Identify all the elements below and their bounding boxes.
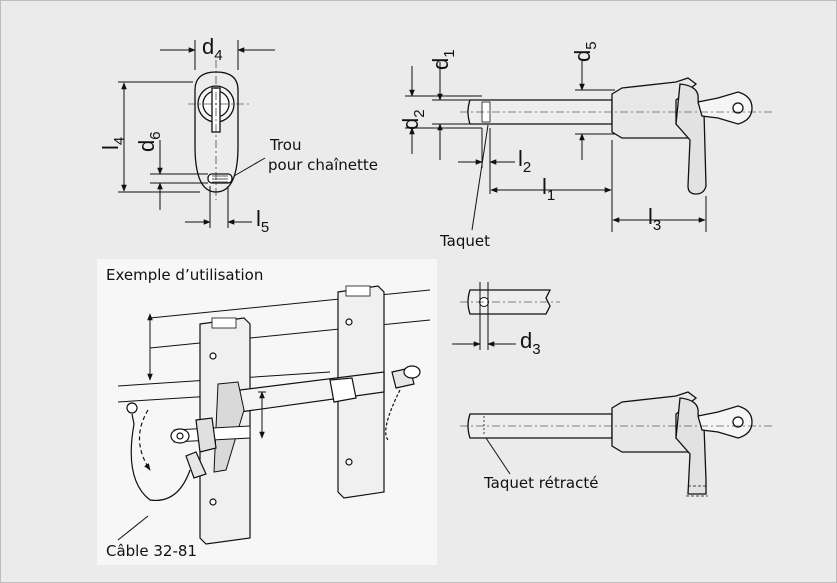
usage-illustration [117, 285, 431, 545]
dim-d2: d2 [398, 109, 428, 130]
chain-hole-label: Trou [269, 136, 301, 154]
dim-d4: d4 [202, 34, 223, 64]
usage-example-title: Exemple d’utilisation [106, 266, 263, 284]
front-view-dimensions [118, 40, 275, 228]
detail-view [452, 282, 560, 350]
taquet-label: Taquet [439, 232, 490, 250]
dim-d3: d3 [520, 328, 541, 358]
dim-l1: l1 [542, 174, 555, 204]
retracted-lever [675, 397, 707, 495]
front-view [188, 60, 250, 200]
side-view-dimensions [405, 60, 707, 232]
key-tab [697, 91, 753, 125]
taquet-retracte-label: Taquet rétracté [483, 474, 598, 492]
dim-l2: l2 [518, 146, 531, 176]
side-view [460, 77, 775, 195]
dim-d1: d1 [428, 49, 458, 70]
chain-hole-label-2: pour chaînette [268, 156, 378, 174]
lever [675, 83, 707, 195]
dim-l5: l5 [256, 206, 269, 236]
dim-l3: l3 [648, 204, 661, 234]
dim-d6: d6 [134, 131, 164, 152]
retracted-key-tab [697, 405, 753, 439]
cable-label: Câble 32-81 [106, 542, 197, 560]
key-hole [732, 102, 744, 114]
dim-l4: l4 [98, 137, 128, 150]
retracted-view [460, 391, 775, 497]
dim-d5: d5 [570, 41, 600, 62]
